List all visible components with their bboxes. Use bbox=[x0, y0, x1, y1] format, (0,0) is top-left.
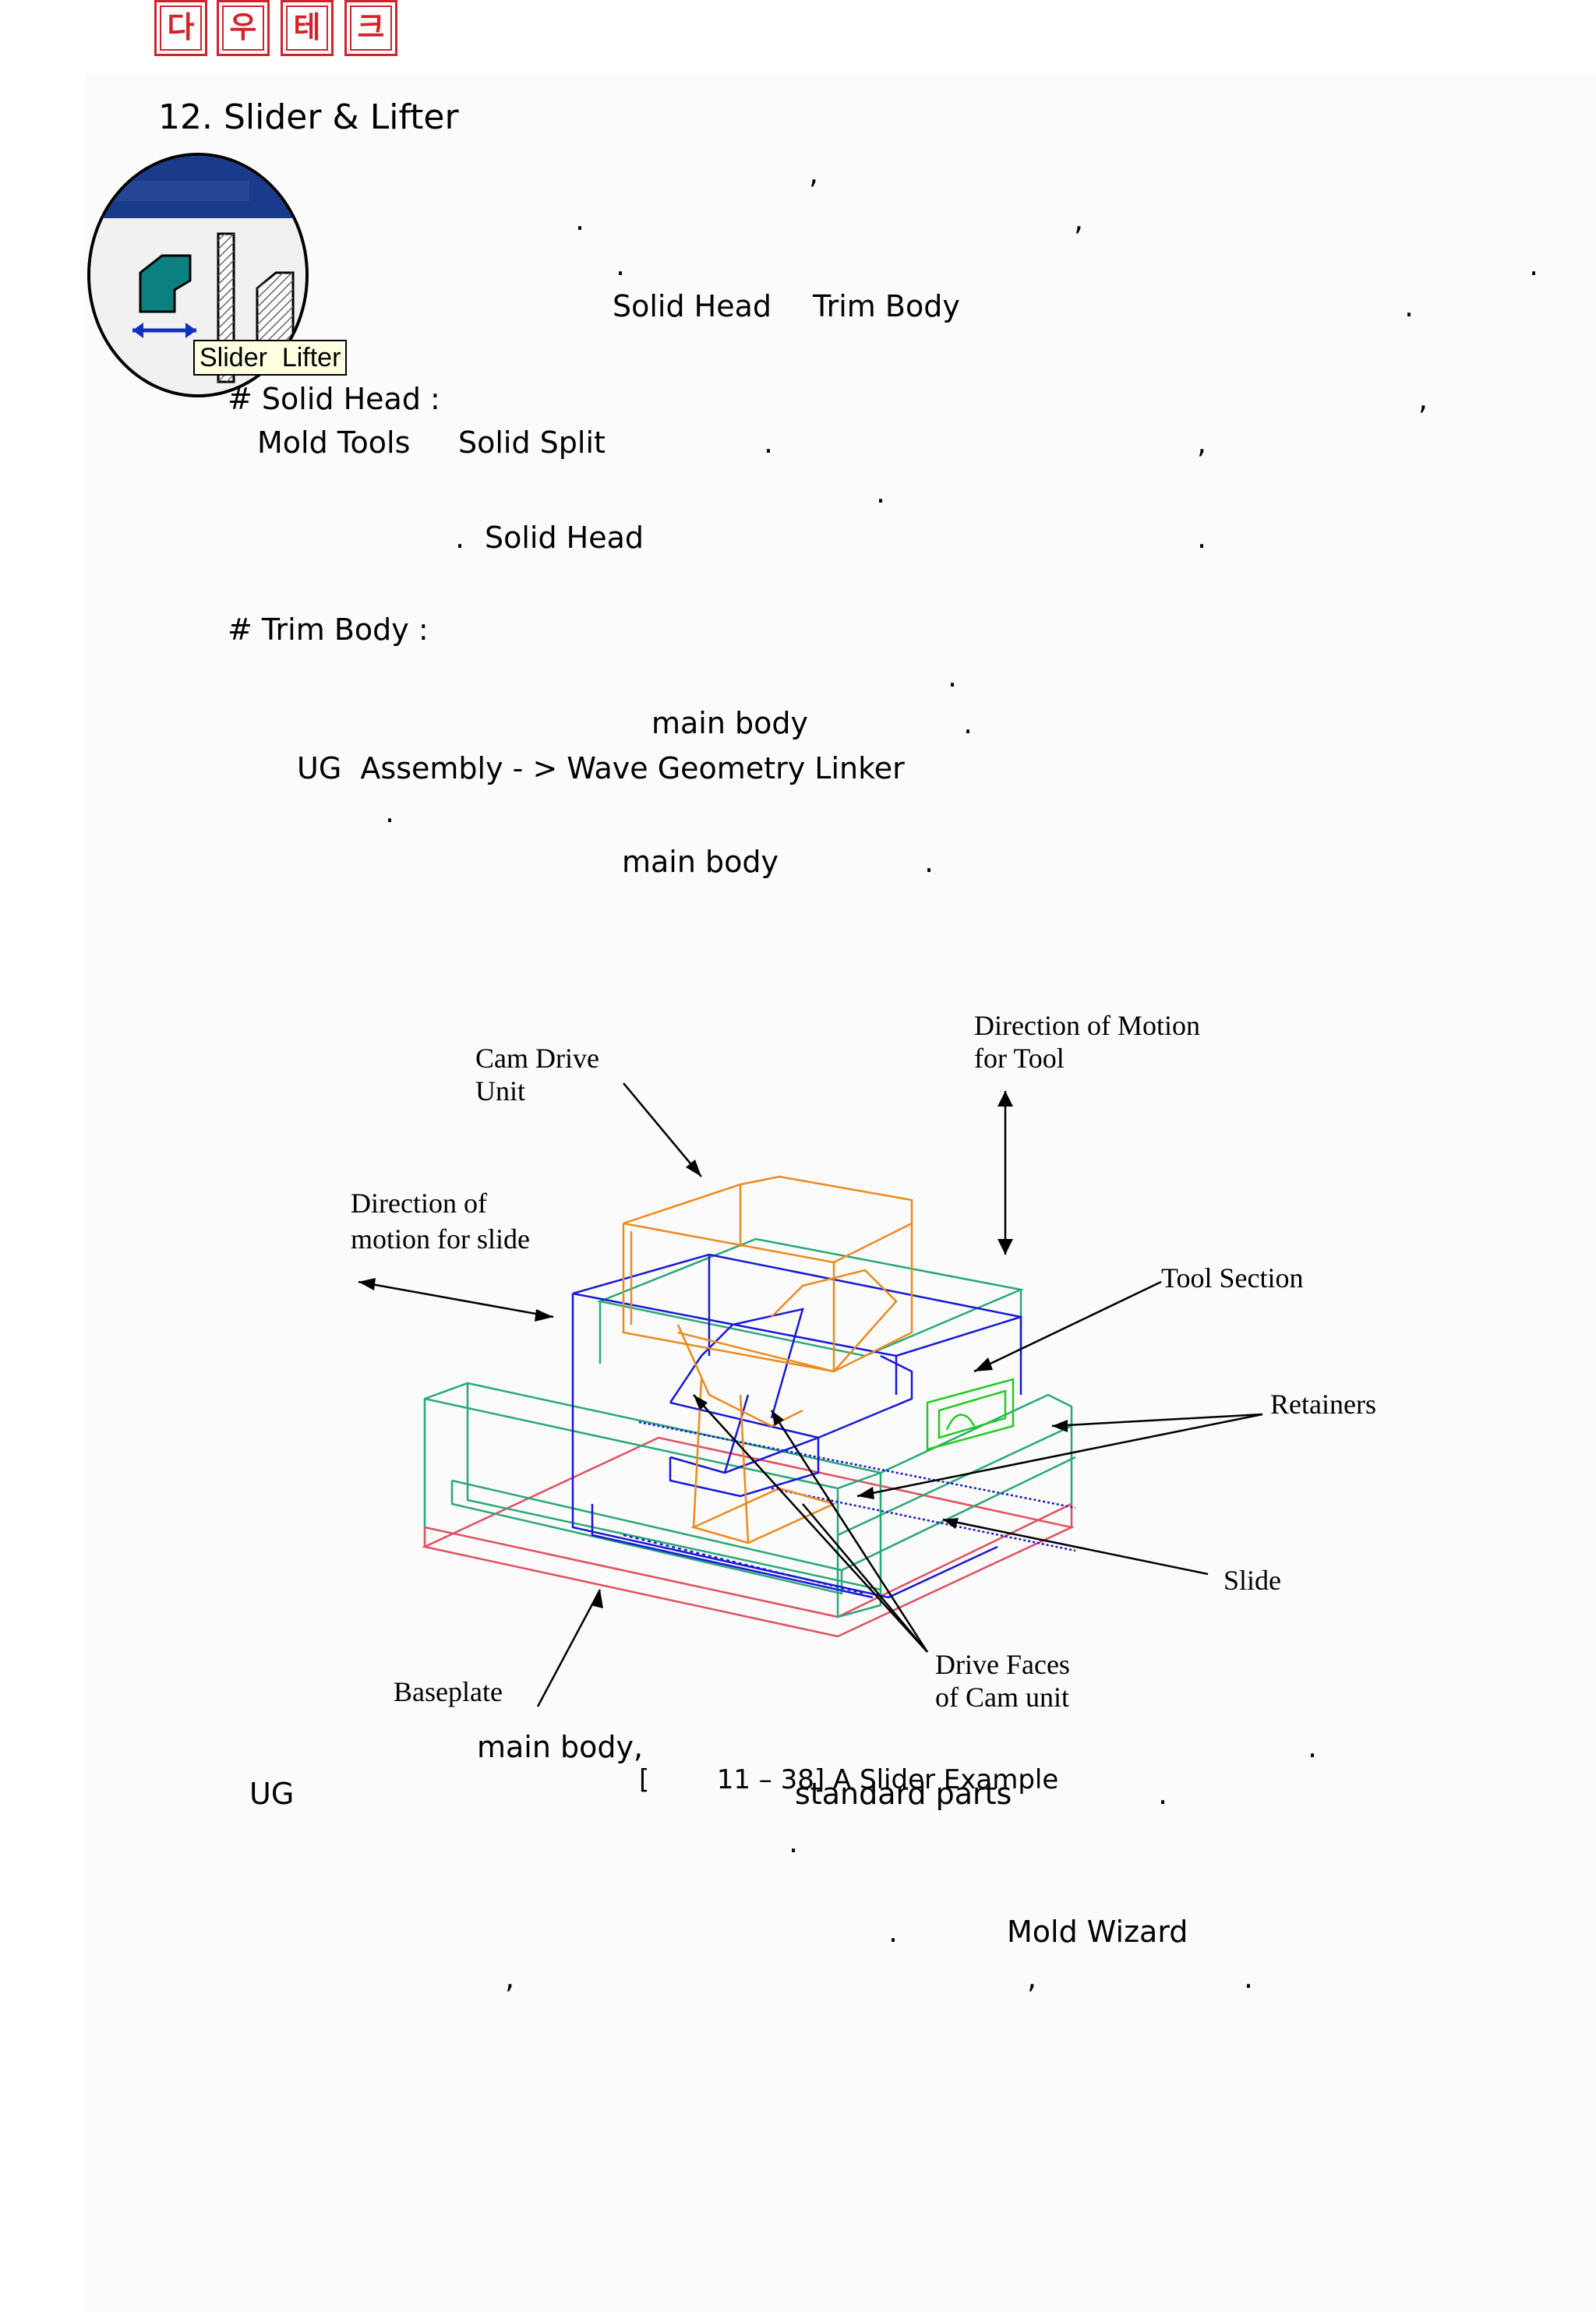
label-cam-drive: Unit bbox=[475, 1075, 525, 1107]
label-retainers: Retainers bbox=[1270, 1389, 1376, 1420]
page-background bbox=[86, 74, 1596, 2312]
arrowheads bbox=[358, 1091, 1068, 1608]
cam-drive-unit-wireframe bbox=[622, 1175, 913, 1544]
label-direction-tool: for Tool bbox=[974, 1043, 1065, 1074]
text-fragment: . bbox=[616, 248, 626, 282]
text-fragment: . bbox=[1244, 1961, 1254, 1995]
logo-char: 크 bbox=[344, 0, 397, 56]
text-fragment: . bbox=[1197, 521, 1207, 555]
term-main-body: main body bbox=[622, 845, 779, 879]
retainer-rails bbox=[638, 1421, 1076, 1552]
logo-char: 다 bbox=[154, 0, 207, 56]
trim-body-label: # Trim Body : bbox=[228, 612, 429, 647]
logo-char: 우 bbox=[217, 0, 270, 56]
text-fragment: . bbox=[575, 203, 585, 237]
figure-caption: [ 11 – 38] A Slider Example bbox=[639, 1764, 1059, 1795]
text-fragment: . bbox=[876, 475, 886, 510]
label-tool-section: Tool Section bbox=[1161, 1262, 1303, 1294]
text-fragment: . bbox=[1308, 1730, 1318, 1764]
text-fragment: , bbox=[1197, 425, 1207, 460]
tool-section-wireframe bbox=[926, 1378, 1015, 1451]
label-drive-faces: of Cam unit bbox=[935, 1682, 1069, 1713]
text-fragment: . bbox=[948, 659, 958, 694]
menu-mold-tools: Mold Tools bbox=[257, 425, 411, 460]
label-cam-drive: Cam Drive bbox=[475, 1043, 599, 1074]
term-main-body: main body, bbox=[477, 1730, 644, 1764]
tooltip: Slider Lifter bbox=[193, 340, 348, 376]
logo-char: 테 bbox=[281, 0, 334, 56]
term-mold-wizard: Mold Wizard bbox=[1007, 1915, 1188, 1949]
section-heading: 12. Slider & Lifter bbox=[158, 97, 459, 137]
cam-housing-wireframe bbox=[571, 1253, 1022, 1599]
menu-path: UG Assembly - > Wave Geometry Linker bbox=[297, 751, 905, 785]
term-trim-body: Trim Body bbox=[813, 289, 960, 323]
label-direction-slide: Direction of bbox=[351, 1188, 487, 1219]
term-main-body: main body bbox=[651, 706, 809, 740]
text-fragment: . bbox=[1404, 289, 1414, 323]
text-fragment: , bbox=[1027, 1961, 1037, 1995]
text-fragment: . bbox=[764, 425, 774, 460]
text-ug: UG bbox=[249, 1777, 295, 1811]
text-fragment: , bbox=[1074, 203, 1084, 237]
text-fragment: . bbox=[789, 1825, 799, 1859]
term-solid-head: Solid Head bbox=[613, 289, 772, 323]
label-direction-slide: motion for slide bbox=[351, 1223, 530, 1255]
text-fragment: . bbox=[385, 795, 395, 829]
label-slide: Slide bbox=[1223, 1565, 1281, 1596]
text-fragment: , bbox=[809, 156, 819, 190]
slider-example-figure: Cam Drive Unit Direction of Motion for T… bbox=[351, 1010, 1376, 1713]
leader-lines bbox=[358, 1082, 1263, 1707]
text-fragment: . bbox=[1158, 1777, 1168, 1811]
text-fragment: . bbox=[1529, 248, 1539, 282]
label-drive-faces: Drive Faces bbox=[935, 1649, 1070, 1680]
text-fragment: . bbox=[963, 706, 973, 740]
text-fragment: , bbox=[1418, 382, 1428, 416]
text-fragment: . bbox=[924, 845, 934, 879]
label-direction-tool: Direction of Motion bbox=[974, 1010, 1200, 1041]
text-fragment: . bbox=[888, 1915, 899, 1949]
text-fragment: , bbox=[505, 1961, 515, 1995]
label-baseplate: Baseplate bbox=[394, 1676, 503, 1707]
solid-head-label: # Solid Head : bbox=[228, 382, 440, 416]
slide-wireframe bbox=[423, 1237, 1076, 1618]
menu-solid-split: Solid Split bbox=[458, 425, 606, 460]
text-fragment: . bbox=[455, 521, 465, 555]
term-solid-head: Solid Head bbox=[485, 521, 644, 555]
term-standard-parts: standard parts bbox=[795, 1777, 1012, 1811]
